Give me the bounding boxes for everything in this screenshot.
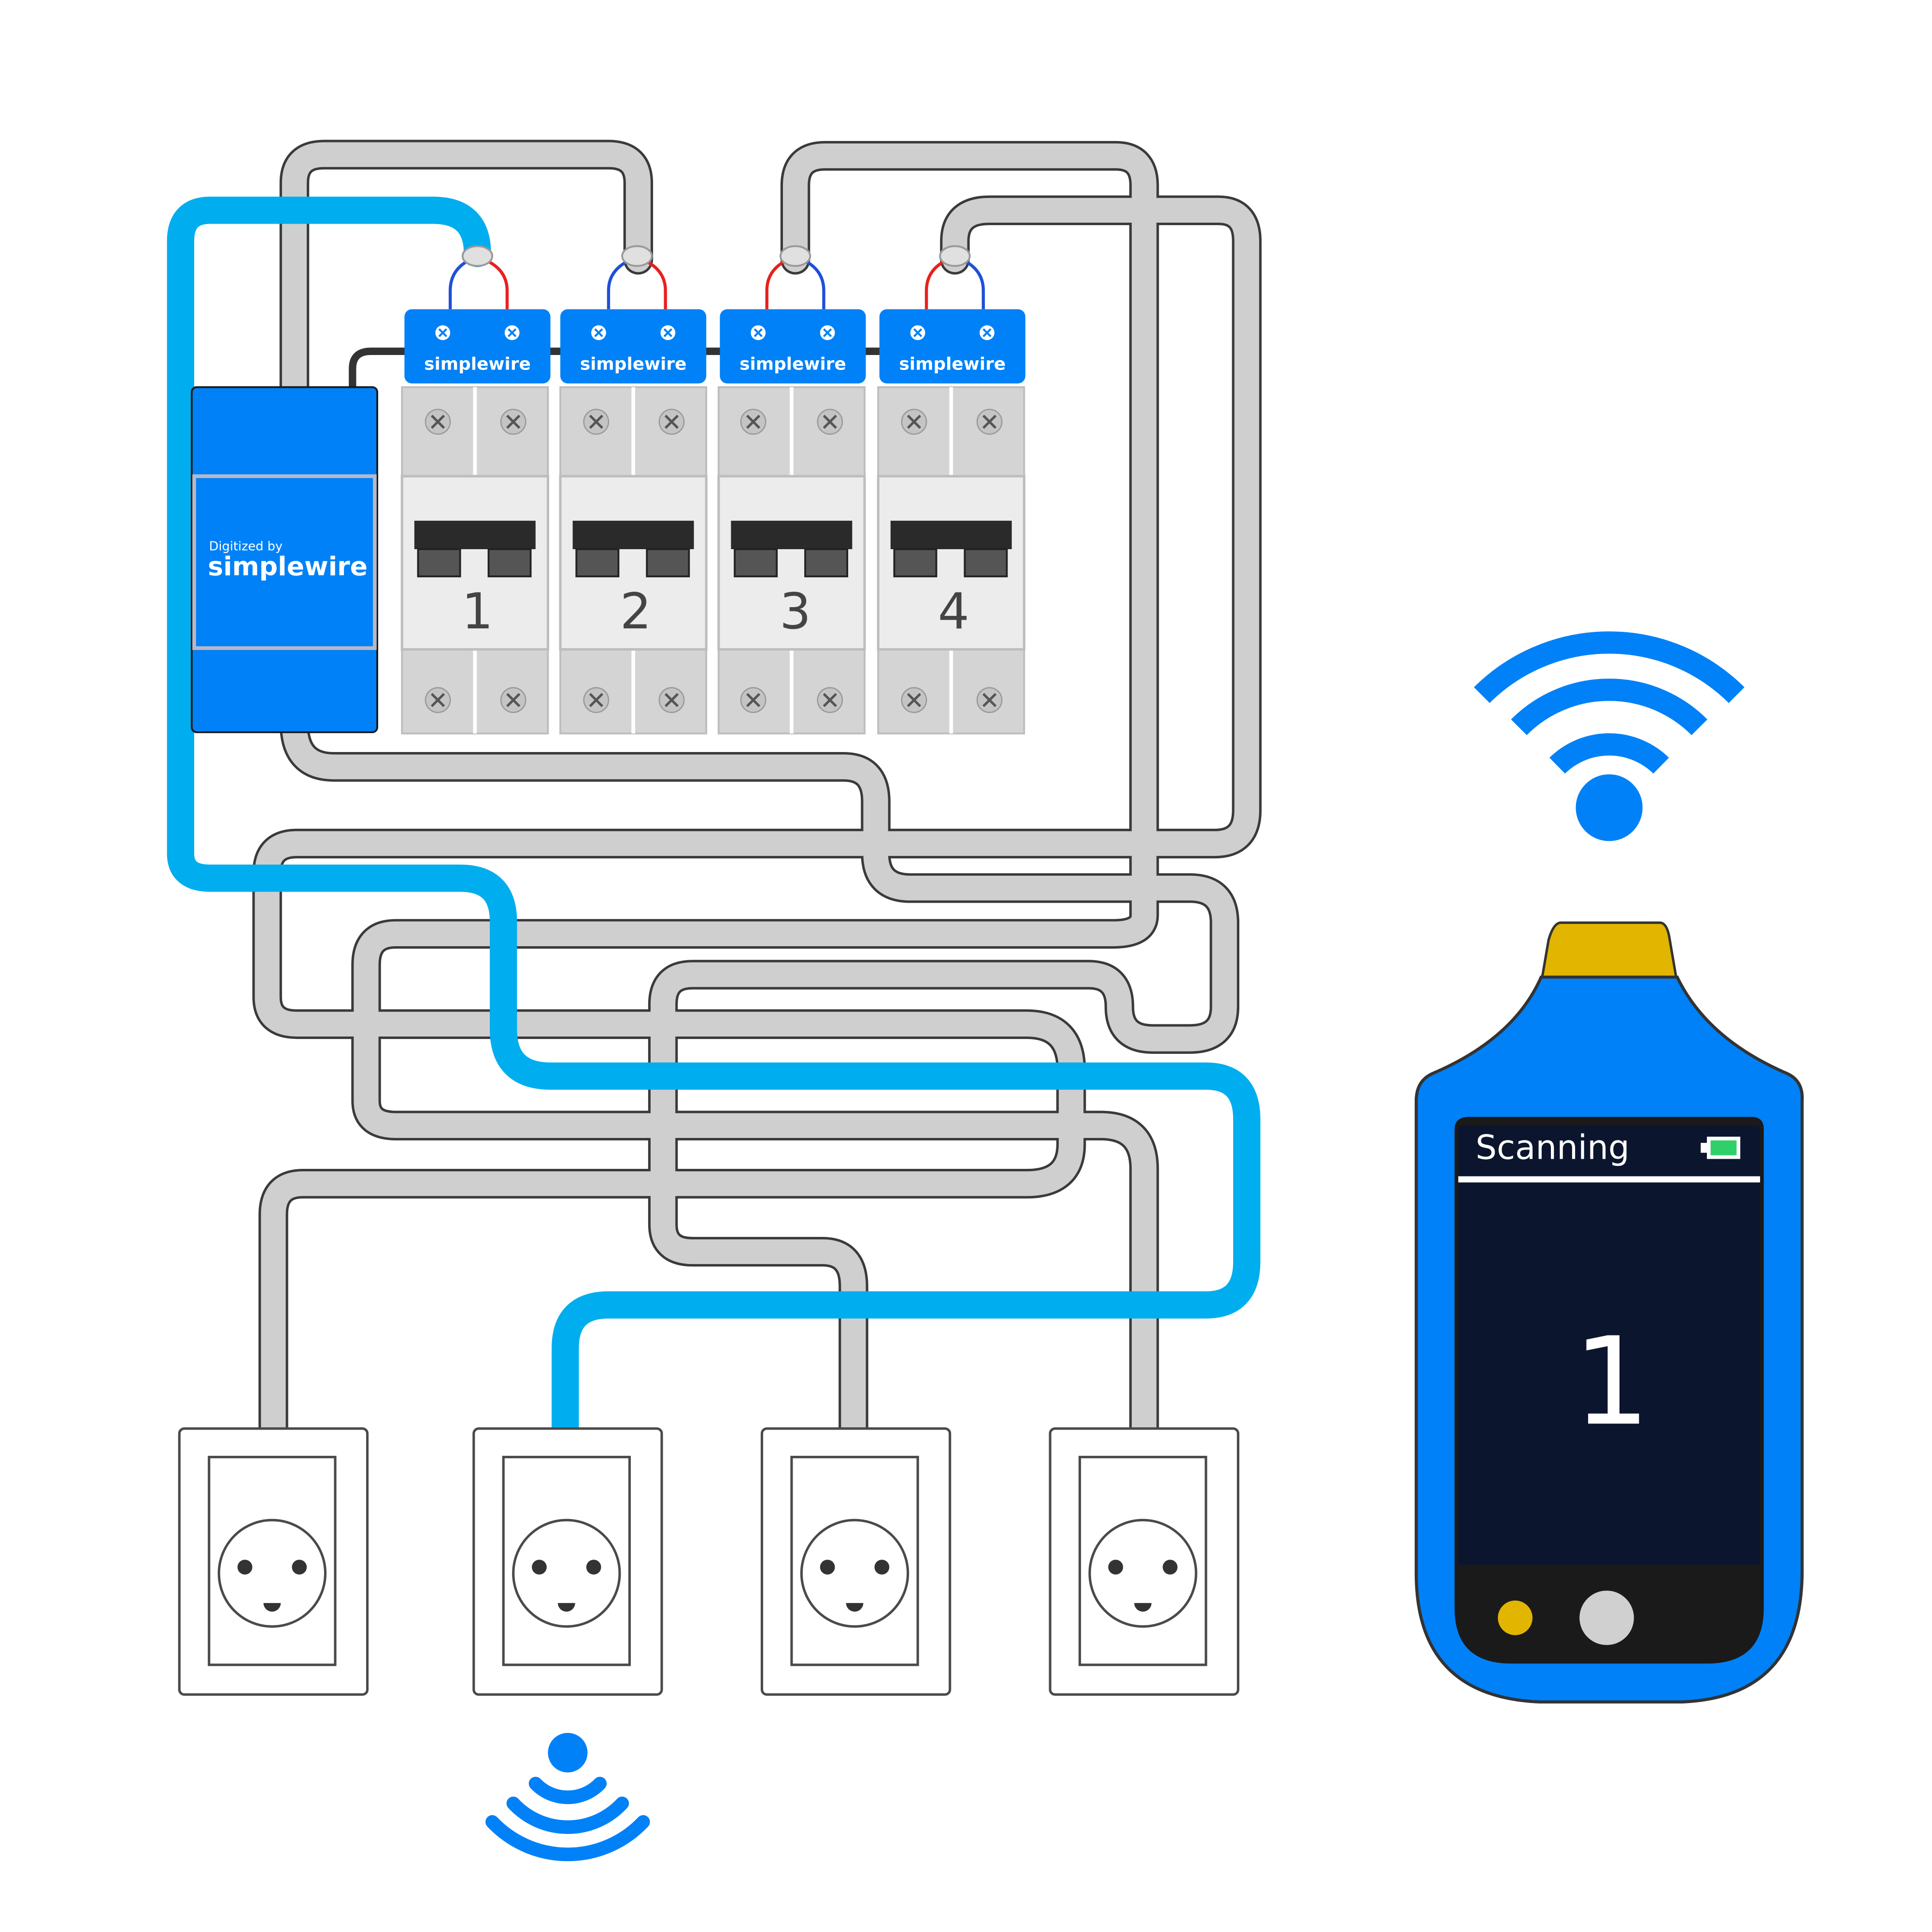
screw-icon [583,409,610,435]
battery-icon [1701,1136,1741,1159]
simplewire-module-3: simplewire [720,309,866,384]
module-label: simplewire [580,355,687,374]
outlet-4 [1049,1427,1239,1696]
screw-icon [817,687,843,713]
screw-icon [504,325,520,341]
screw-icon [740,409,767,435]
breaker-number: 3 [780,583,811,640]
socket-icon [217,1519,327,1628]
breaker-1: 1 [400,386,550,735]
screw-icon [976,409,1003,435]
scanner-led [1498,1600,1533,1635]
screw-icon [583,687,610,713]
scanner-status: Scanning [1476,1128,1630,1167]
breaker-4: 4 [877,386,1025,735]
scanner-button[interactable] [1579,1591,1634,1645]
breaker-number: 4 [938,583,969,640]
screw-icon [500,409,526,435]
screw-icon [591,325,606,341]
bus-cable [349,347,888,392]
screw-icon [425,687,451,713]
connector-1 [448,245,509,310]
screw-icon [500,687,526,713]
wifi-icon [1474,631,1745,841]
module-label: simplewire [739,355,846,374]
screw-icon [658,409,685,435]
screw-icon [425,409,451,435]
wire-connectors [448,245,985,310]
screw-icon [820,325,835,341]
breaker-3: 3 [717,386,866,735]
module-label: simplewire [899,355,1006,374]
screw-icon [910,325,925,341]
screw-icon [435,325,451,341]
scanner-circuit-number: 1 [1573,1312,1650,1453]
simplewire-module-1: simplewire [404,309,551,384]
connector-2 [607,245,667,310]
scanner-cap [1539,921,1679,985]
module-label: simplewire [424,355,531,374]
controller-prefix: Digitized by [209,540,283,554]
screw-icon [817,409,843,435]
simplewire-controller: Digitized by simplewire [191,386,378,733]
signal-icon [485,1733,650,1861]
outlet-3 [760,1427,952,1696]
screw-icon [660,325,676,341]
socket-icon [512,1519,621,1628]
screw-icon [901,409,927,435]
simplewire-module-2: simplewire [560,309,707,384]
breaker-2: 2 [559,386,708,735]
simplewire-module-4: simplewire [879,309,1025,384]
scanner-device: Scanning 1 [1414,921,1804,1704]
controller-label: simplewire [208,551,368,582]
breaker-number: 2 [620,583,652,640]
screw-icon [976,687,1003,713]
screw-icon [751,325,766,341]
breaker-number: 1 [462,583,493,640]
connector-3 [765,245,825,310]
screw-icon [980,325,994,341]
traced-cable [167,197,1261,1449]
connector-4 [924,245,985,310]
scanner-screen [1458,1125,1761,1565]
screw-icon [740,687,767,713]
outlet-1 [178,1427,369,1696]
socket-icon [1088,1519,1197,1628]
screw-icon [901,687,927,713]
outlet-2 [472,1427,663,1696]
socket-icon [800,1519,909,1628]
screw-icon [658,687,685,713]
